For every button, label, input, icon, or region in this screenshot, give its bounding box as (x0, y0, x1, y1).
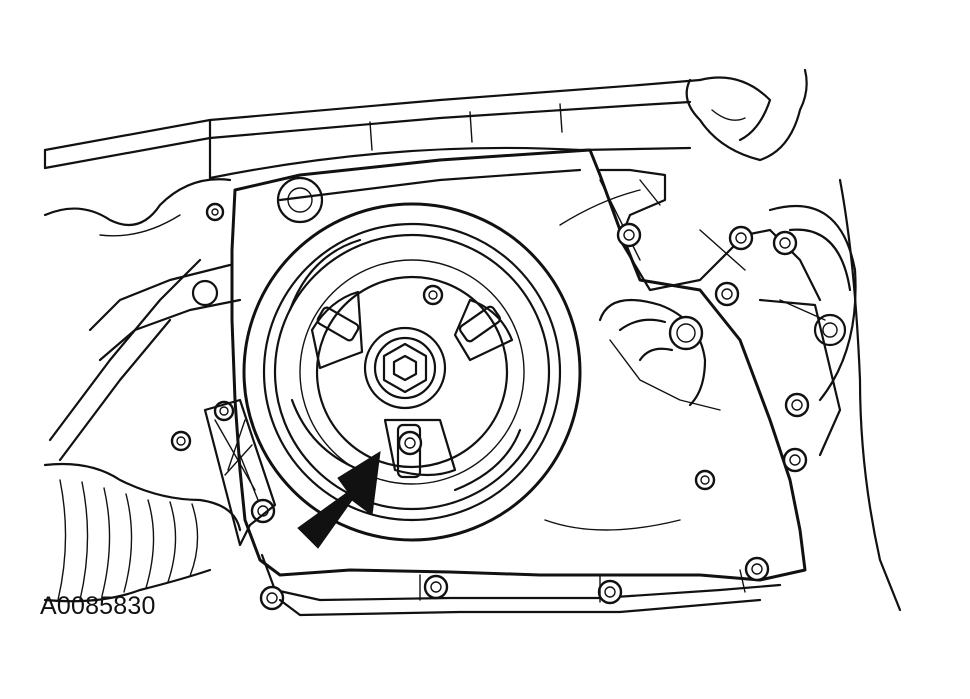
alternator (758, 178, 902, 612)
damper-upper-bolt (422, 284, 444, 306)
accessory-belt (544, 189, 681, 531)
crankshaft-pulley (242, 202, 582, 542)
cover-bolts (170, 176, 810, 611)
left-engine-mount-bracket (203, 398, 277, 547)
figure-id-label: A0085830 (40, 592, 156, 620)
oil-pan-rail (278, 569, 762, 617)
crank-hub (363, 326, 447, 410)
upper-intake-outline (43, 68, 808, 180)
damper-spokes (310, 290, 514, 479)
callout-arrow-icon (297, 451, 381, 549)
idler-pulley (598, 298, 721, 411)
damper-bolt (397, 430, 423, 456)
left-hose-wiring (43, 178, 242, 462)
tensioner-bracket (598, 168, 822, 302)
axle-boot (43, 462, 242, 603)
